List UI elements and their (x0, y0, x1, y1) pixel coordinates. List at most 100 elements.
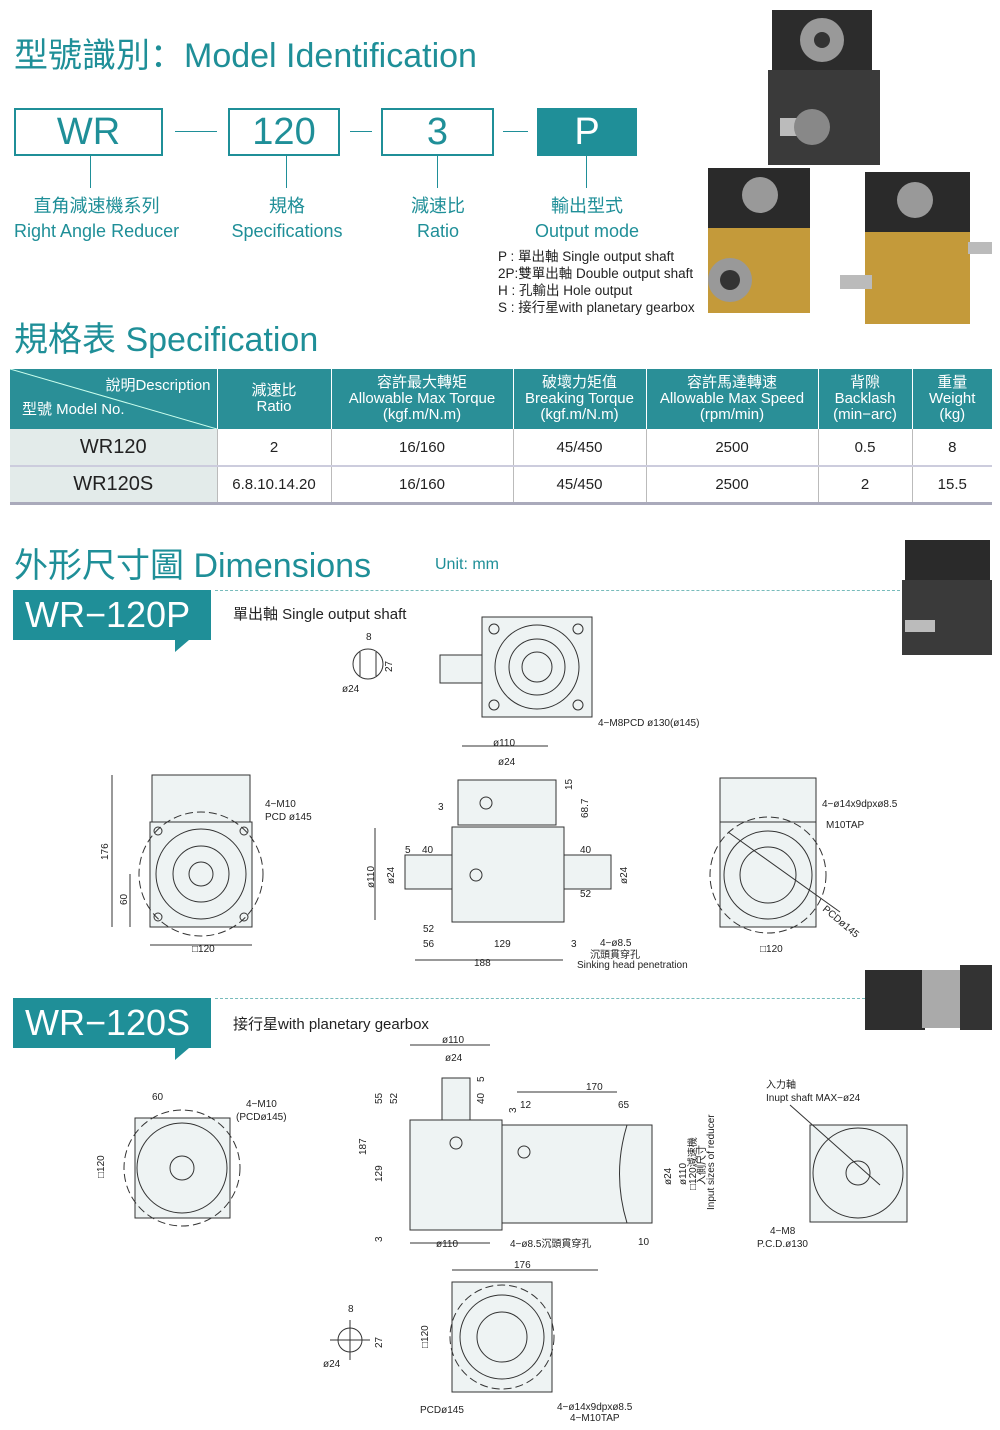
dimension-label: Input sizes of reducer (706, 1114, 717, 1210)
cell-model: WR120S (10, 466, 218, 505)
dimension-label: 176 (514, 1260, 531, 1271)
dimension-label: P.C.D.ø130 (757, 1239, 808, 1250)
dimension-label: 4−ø8.5沉頭貫穿孔 (510, 1237, 591, 1250)
dimension-label: 4−M8PCD ø130(ø145) (598, 718, 699, 729)
dimension-label: 4−M10TAP (570, 1413, 620, 1424)
dimension-label: Inupt shaft MAX−ø24 (766, 1093, 861, 1104)
dimension-label: ø24 (342, 684, 360, 695)
dimension-label: 55 (374, 1092, 385, 1104)
dimension-label: ø110 (436, 1239, 458, 1250)
dimension-label: 4−M10 (246, 1099, 277, 1110)
dimension-label: 3 (508, 1107, 519, 1113)
dimension-label: 15 (564, 778, 575, 790)
cell-weight: 15.5 (912, 466, 992, 505)
dimension-label: ø24 (663, 1167, 674, 1185)
table-row: WR120 2 16/160 45/450 2500 0.5 8 (10, 429, 992, 467)
subtitle-wr120s: 接行星with planetary gearbox (233, 1016, 429, 1033)
specification-title: 規格表 Specification (14, 321, 319, 359)
dimension-label: PCDø145 (420, 1405, 464, 1416)
cell-max-speed: 2500 (646, 429, 819, 467)
dimension-label: 56 (423, 939, 435, 950)
divider (215, 998, 865, 999)
cell-max-torque: 16/160 (331, 429, 514, 467)
dimension-labels-s: 60 4−M10 (PCDø145) □120 ø110 ø24 55 52 4… (96, 1035, 861, 1424)
dimension-label: 52 (423, 924, 435, 935)
dimension-label: M10TAP (826, 820, 864, 831)
dimension-label: 3 (374, 1236, 385, 1242)
dimension-label: 4−ø14x9dpxø8.5 (822, 799, 898, 810)
product-photo-gold-shaft (840, 172, 992, 324)
cell-backlash: 0.5 (818, 429, 913, 467)
dimension-label: ø24 (498, 757, 516, 768)
connector (503, 131, 528, 132)
connector (586, 156, 587, 188)
dimension-label: 4−ø8.5 (600, 938, 632, 949)
table-row: WR120S 6.8.10.14.20 16/160 45/450 2500 2… (10, 466, 992, 505)
dimension-label: PCD ø145 (265, 812, 312, 823)
cell-ratio: 6.8.10.14.20 (217, 466, 332, 505)
dimension-label: ø110 (678, 1163, 689, 1185)
dimension-label: 170 (586, 1082, 603, 1093)
dimension-label: 5 (405, 845, 411, 856)
dimension-label: ø24 (619, 866, 630, 884)
code-output: P (537, 108, 637, 156)
cell-backlash: 2 (818, 466, 913, 505)
dimension-label: 4−ø14x9dpxø8.5 (557, 1402, 633, 1413)
dimensions-title: 外形尺寸圖 Dimensions (14, 547, 372, 585)
connector (286, 156, 287, 188)
banner-wr120s: WR−120S (13, 998, 211, 1060)
code-ratio: 3 (381, 108, 494, 156)
dimension-label: 27 (374, 1336, 385, 1348)
code-series: WR (14, 108, 163, 156)
dimension-label: 40 (422, 845, 434, 856)
dimension-label: 188 (474, 958, 491, 969)
dimension-label: □120 (760, 944, 783, 955)
dimension-label: 40 (476, 1092, 487, 1104)
dimension-label: 27 (384, 660, 395, 672)
connector (350, 131, 372, 132)
cell-breaking-torque: 45/450 (513, 429, 647, 467)
dimension-label: □120 (420, 1325, 431, 1348)
header-description-model: 說明Description 型號 Model No. (10, 369, 218, 429)
model-identification-title: 型號識別：Model Identification (14, 37, 477, 75)
dimension-label: 4−M10 (265, 799, 296, 810)
dimension-label: ø110 (493, 738, 515, 749)
cell-weight: 8 (912, 429, 992, 467)
unit-label: Unit: mm (435, 556, 499, 573)
cell-max-speed: 2500 (646, 466, 819, 505)
dimension-label: ø24 (323, 1359, 341, 1370)
divider (215, 590, 900, 591)
dimension-label: □120減速機 (686, 1137, 699, 1190)
dimension-label: 沉頭貫穿孔 (590, 948, 640, 961)
cell-breaking-torque: 45/450 (513, 466, 647, 505)
dimension-label: 10 (638, 1237, 650, 1248)
dimension-label: 3 (438, 802, 444, 813)
dimension-label: 60 (119, 893, 130, 905)
dimension-label: 12 (520, 1100, 532, 1111)
dimension-label: 40 (580, 845, 592, 856)
dimension-label: 入側尺寸 (695, 1145, 708, 1185)
dimension-label: (PCDø145) (236, 1112, 287, 1123)
dimension-label: ø24 (386, 866, 397, 884)
dimension-label: 52 (389, 1092, 400, 1104)
dimension-label: 8 (348, 1304, 354, 1315)
dimension-label: 入力軸 (766, 1078, 796, 1091)
dimension-label: ø24 (445, 1053, 463, 1064)
product-photo-gold-hole (708, 168, 810, 313)
dimension-label: 3 (571, 939, 577, 950)
banner-wr120p: WR−120P (13, 590, 211, 652)
dimension-label: □120 (192, 944, 215, 955)
dimension-label: 187 (358, 1138, 369, 1155)
cell-max-torque: 16/160 (331, 466, 514, 505)
